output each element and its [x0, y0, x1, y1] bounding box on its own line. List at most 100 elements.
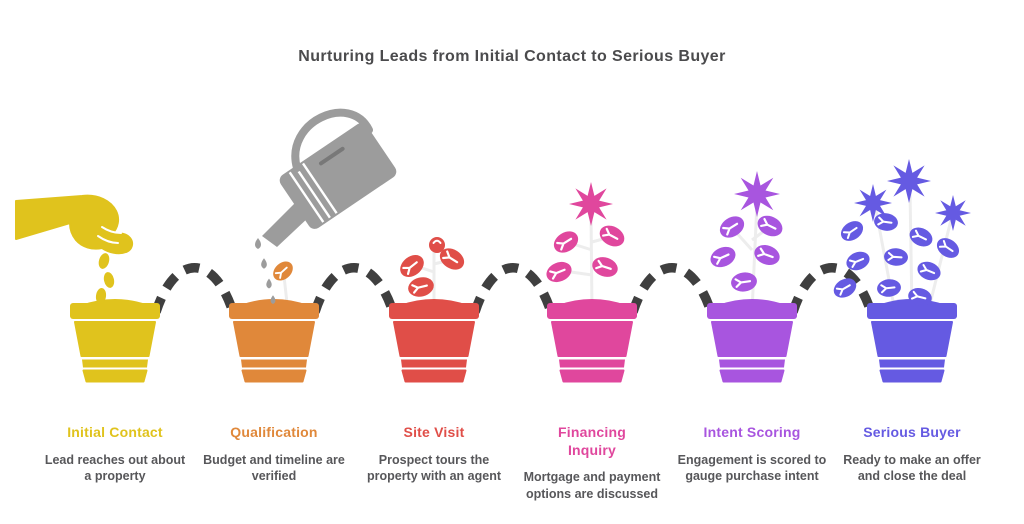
budding-plant-icon	[400, 237, 465, 297]
leaf-icon	[936, 238, 960, 258]
pot-band	[879, 359, 945, 368]
pot-band	[401, 359, 467, 368]
dashed-arc-connector	[151, 263, 238, 314]
leaf-icon	[719, 216, 745, 238]
pot-band	[241, 359, 307, 368]
leaf-icon	[833, 278, 857, 298]
flower-icon	[734, 171, 780, 217]
dashed-arc-connector	[788, 263, 876, 314]
stage-name: Serious Buyer	[863, 424, 961, 440]
leaf-icon	[884, 248, 908, 266]
pot-body	[74, 321, 156, 357]
leaf-icon	[909, 227, 933, 247]
leaf-icon	[408, 277, 434, 297]
stage-description: Lead reaches out about a property	[44, 452, 186, 484]
leaf-icon	[917, 261, 941, 281]
pot-body	[711, 321, 793, 357]
pot-base	[82, 369, 148, 383]
leaf-icon	[400, 255, 424, 277]
stage-label-intent-scoring: Intent Scoring Engagement is scored to g…	[672, 424, 832, 485]
pot-rim	[70, 303, 160, 319]
leaf-icon	[757, 215, 783, 237]
pot-body	[551, 321, 633, 357]
leaf-icon	[710, 246, 736, 268]
stage-name: Intent Scoring	[703, 424, 801, 440]
bud-icon	[429, 237, 445, 253]
seed-planting-hand-icon	[15, 194, 134, 304]
leaf-icon	[731, 272, 757, 292]
leaf-icon	[846, 251, 870, 271]
flower-pot	[70, 299, 160, 383]
seed-icon	[103, 272, 115, 288]
dashed-arc-connector	[470, 263, 556, 314]
stage-name: Qualification	[230, 424, 318, 440]
leaf-icon	[754, 245, 780, 265]
dashed-arc-connector	[628, 263, 716, 314]
pot-base	[559, 369, 625, 383]
stage-name: Initial Contact	[67, 424, 163, 440]
full-bloom-plant-icon	[833, 159, 971, 306]
flowering-plant-icon	[546, 182, 625, 283]
stage-name: Site Visit	[403, 424, 465, 440]
flower-pot	[867, 299, 957, 383]
pot-rim	[547, 303, 637, 319]
flower-icon	[935, 195, 971, 231]
stage-label-serious-buyer: Serious Buyer Ready to make an offer and…	[832, 424, 992, 485]
pot-base	[241, 369, 307, 383]
flower-pot	[229, 299, 319, 383]
stage-label-qualification: Qualification Budget and timeline are ve…	[194, 424, 354, 485]
flower-pot	[547, 299, 637, 383]
water-drop-icon	[255, 238, 261, 249]
thriving-plant-icon	[710, 171, 783, 292]
pot-base	[879, 369, 945, 383]
stem	[732, 201, 769, 313]
pot-rim	[707, 303, 797, 319]
dashed-arc-connector	[310, 263, 398, 314]
pot-rim	[389, 303, 479, 319]
leaf-icon	[592, 257, 618, 277]
pot-base	[401, 369, 467, 383]
leaf-icon	[546, 261, 572, 283]
can-handle	[291, 108, 373, 172]
pot-rim	[229, 303, 319, 319]
leaf-icon	[599, 225, 625, 247]
leaf-icon	[553, 231, 579, 253]
stem	[563, 211, 611, 313]
water-drop-icon	[270, 295, 276, 304]
stage-name: Financing Inquiry	[558, 424, 626, 458]
stage-description: Prospect tours the property with an agen…	[366, 452, 502, 484]
pot-rim	[867, 303, 957, 319]
flower-pot	[389, 299, 479, 383]
pot-body	[233, 321, 315, 357]
can-spout	[262, 198, 310, 247]
leaf-icon	[874, 213, 898, 231]
leaf-icon	[439, 248, 465, 270]
stage-description: Ready to make an offer and close the dea…	[843, 452, 981, 484]
flower-icon	[569, 182, 613, 226]
pot-band	[719, 359, 785, 368]
pot-band	[559, 359, 625, 368]
pot-band	[82, 359, 148, 368]
leaf-icon	[273, 261, 293, 281]
watering-can-icon	[255, 108, 397, 304]
sprout-icon	[273, 261, 293, 281]
pot-body	[393, 321, 475, 357]
stage-description: Engagement is scored to gauge purchase i…	[677, 452, 827, 484]
stage-label-financing-inquiry: Financing Inquiry Mortgage and payment o…	[512, 424, 672, 503]
pot-base	[719, 369, 785, 383]
water-drop-icon	[266, 278, 272, 289]
leaf-icon	[877, 279, 901, 297]
page-title: Nurturing Leads from Initial Contact to …	[298, 48, 726, 65]
water-drop-icon	[261, 258, 267, 269]
pot-body	[871, 321, 953, 357]
flower-icon	[887, 159, 931, 203]
connector-arcs	[151, 263, 876, 314]
stage-label-site-visit: Site Visit Prospect tours the property w…	[354, 424, 514, 485]
leaf-icon	[908, 288, 932, 306]
plants	[273, 159, 971, 306]
stage-description: Mortgage and payment options are discuss…	[523, 470, 661, 501]
stage-description: Budget and timeline are verified	[203, 452, 345, 484]
seed-icon	[98, 253, 110, 269]
